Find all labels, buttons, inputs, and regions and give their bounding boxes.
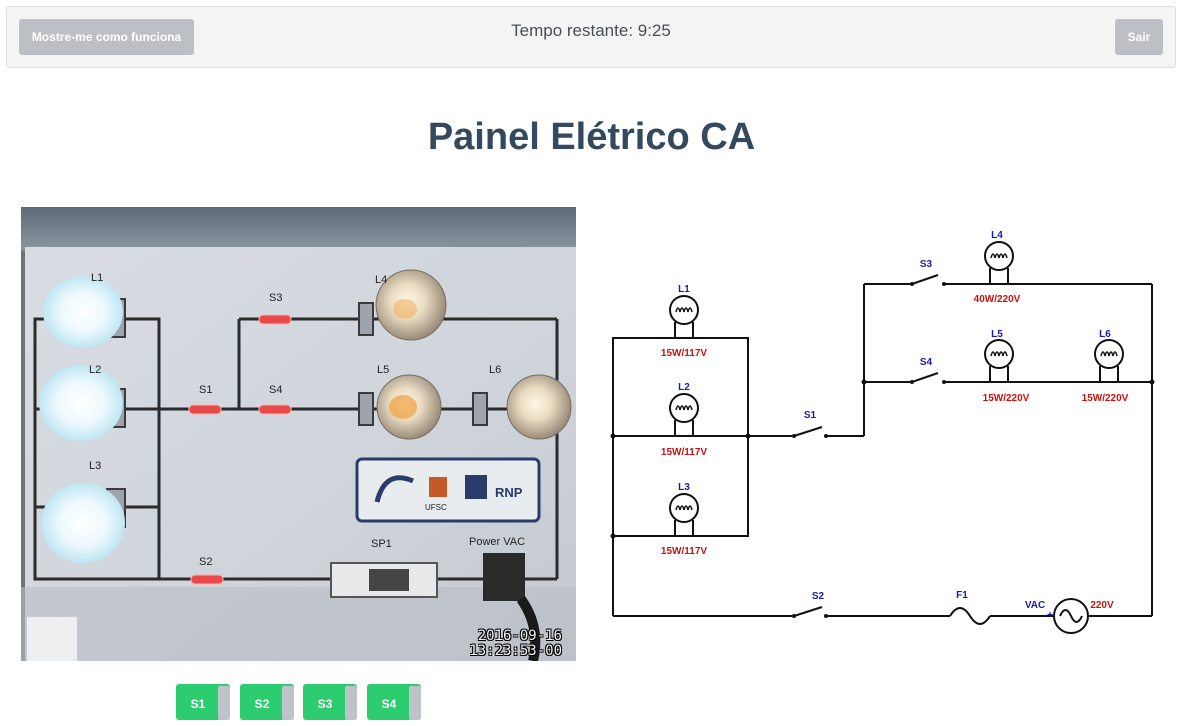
top-bar: Mostre-me como funciona Tempo restante: … bbox=[6, 6, 1176, 68]
panel-label-l4: L4 bbox=[375, 274, 387, 286]
panel-logo-rnp: RNP bbox=[495, 485, 523, 500]
schematic-label-f1: F1 bbox=[956, 590, 968, 601]
schematic-label-l5: L5 bbox=[991, 329, 1003, 340]
toggle-knob bbox=[409, 686, 421, 720]
schematic-label-l2: L2 bbox=[678, 382, 690, 393]
panel-label-s2: S2 bbox=[199, 556, 212, 568]
panel-label-s1: S1 bbox=[199, 384, 212, 396]
panel-label-s3: S3 bbox=[269, 292, 282, 304]
show-me-how-button[interactable]: Mostre-me como funciona bbox=[19, 19, 194, 55]
switch-button-s2[interactable]: S2 bbox=[240, 684, 294, 720]
panel-logo-ufsc: UFSC bbox=[425, 503, 447, 512]
rating-l5: 15W/220V bbox=[983, 393, 1030, 404]
panel-label-s4: S4 bbox=[269, 384, 282, 396]
rating-l1: 15W/117V bbox=[661, 348, 707, 359]
schematic-label-l4: L4 bbox=[991, 230, 1003, 241]
panel-label-power: Power VAC bbox=[469, 536, 525, 548]
schematic-label-plus: + bbox=[1047, 610, 1053, 621]
toggle-knob bbox=[282, 686, 294, 720]
rating-l4: 40W/220V bbox=[974, 294, 1021, 305]
switch-button-s3[interactable]: S3 bbox=[303, 684, 357, 720]
schematic-label-s1: S1 bbox=[804, 410, 817, 421]
switch-button-label: S4 bbox=[381, 697, 397, 711]
schematic-label-l1: L1 bbox=[678, 284, 690, 295]
schematic-label-s2: S2 bbox=[812, 591, 825, 602]
panel-label-l2: L2 bbox=[89, 364, 101, 376]
switch-button-s1[interactable]: S1 bbox=[176, 684, 230, 720]
switch-button-label: S1 bbox=[190, 697, 206, 711]
panel-label-l3: L3 bbox=[89, 460, 101, 472]
toggle-knob bbox=[218, 686, 230, 720]
schematic-label-l6: L6 bbox=[1099, 329, 1111, 340]
circuit-schematic: L1 L2 L3 L4 L5 L6 S1 S2 S3 S4 F1 VAC + 1… bbox=[600, 220, 1170, 650]
camera-timestamp-time: 13:23:53-00 bbox=[469, 643, 562, 659]
panel-label-l5: L5 bbox=[377, 364, 389, 376]
panel-label-l1: L1 bbox=[91, 272, 103, 284]
schematic-label-vac: VAC bbox=[1025, 600, 1045, 611]
schematic-label-s3: S3 bbox=[920, 259, 933, 270]
camera-timestamp: 2016-09-16 13:23:53-00 bbox=[469, 629, 562, 659]
toggle-knob bbox=[345, 686, 357, 720]
rating-l6: 15W/220V bbox=[1082, 393, 1129, 404]
panel-label-sp1: SP1 bbox=[371, 538, 392, 550]
schematic-label-s4: S4 bbox=[920, 357, 933, 368]
camera-timestamp-date: 2016-09-16 bbox=[477, 628, 562, 644]
rating-l3: 15W/117V bbox=[661, 546, 707, 557]
camera-feed: L1 L2 L3 L4 L5 L6 S1 S2 S3 S4 SP1 Power … bbox=[21, 207, 576, 661]
switch-button-label: S3 bbox=[317, 697, 333, 711]
panel-label-l6: L6 bbox=[489, 364, 501, 376]
switch-button-label: S2 bbox=[254, 697, 270, 711]
time-remaining: Tempo restante: 9:25 bbox=[511, 21, 671, 40]
switch-button-s4[interactable]: S4 bbox=[367, 684, 421, 720]
exit-button[interactable]: Sair bbox=[1115, 19, 1163, 55]
rating-l2: 15W/117V bbox=[661, 447, 707, 458]
schematic-label-l3: L3 bbox=[678, 482, 690, 493]
page-title: Painel Elétrico CA bbox=[427, 116, 756, 158]
source-voltage: 220V bbox=[1090, 600, 1114, 611]
